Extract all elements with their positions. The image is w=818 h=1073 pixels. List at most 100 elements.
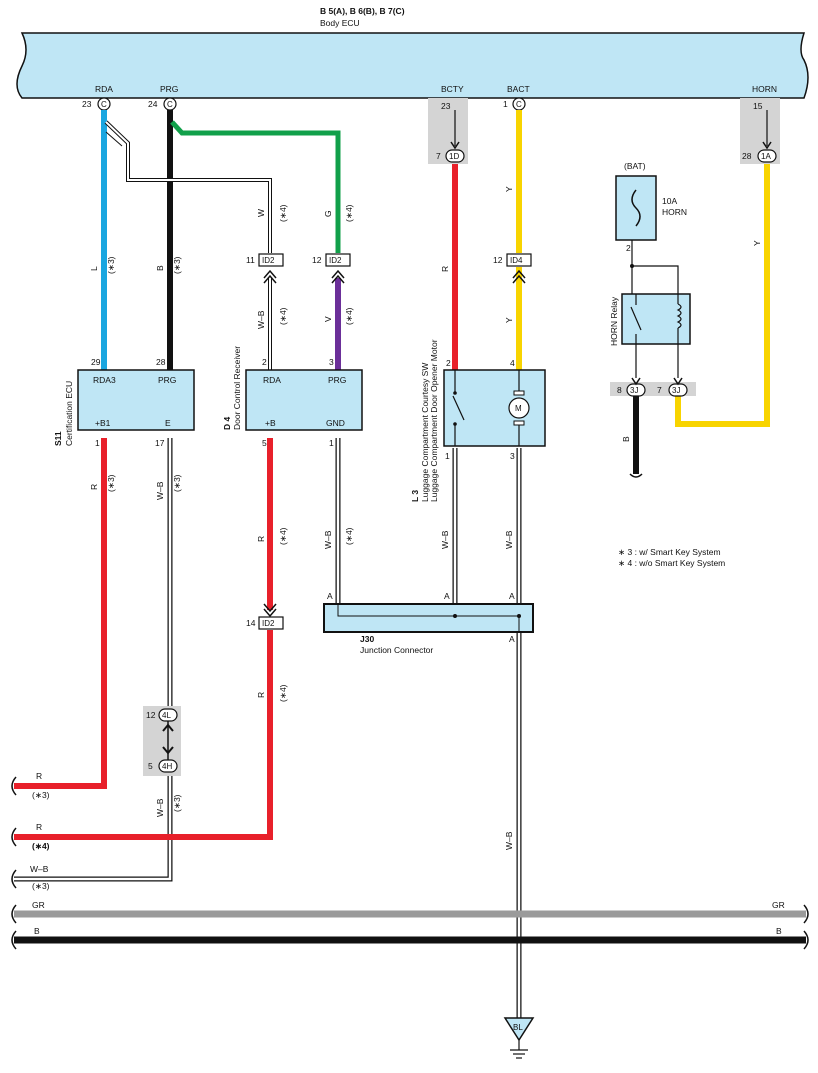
- s11-name: Certification ECU: [64, 381, 74, 446]
- arrow-id4-2: [512, 274, 526, 284]
- j30-name: Junction Connector: [360, 645, 433, 655]
- wl-wb-s11: W–B: [155, 481, 165, 500]
- arrow-id4-1: [512, 269, 526, 279]
- wl-l: L: [89, 266, 99, 271]
- arrow-id2-g-1: [331, 269, 345, 279]
- ecu-prg-label: PRG: [160, 84, 178, 94]
- d4-pin-3: 3: [329, 357, 334, 367]
- wl-w-n4: (∗4): [278, 204, 288, 222]
- l3-motor-brush-1: [513, 390, 525, 396]
- wl-b-right: B: [776, 926, 782, 936]
- wl-r-left-1: R: [36, 771, 42, 781]
- conn-4l-pin: 12: [146, 710, 156, 720]
- wl-r-left-2: R: [36, 822, 42, 832]
- conn-id2-r-label: ID2: [262, 619, 275, 628]
- ecu-horn-label: HORN: [752, 84, 777, 94]
- pin-bcty: 23: [441, 101, 451, 111]
- conn-id4-label: ID4: [510, 256, 523, 265]
- l3-sw-contact-2: [453, 422, 457, 426]
- wl-wb-left: W–B: [30, 864, 49, 874]
- arrow-id2-w-2: [263, 274, 277, 284]
- fuse-junction: [630, 264, 634, 268]
- wl-r-d4: R: [256, 536, 266, 542]
- l3-switch-icon: [452, 395, 465, 421]
- wl-b-n3: (∗3): [172, 256, 182, 274]
- wire-r-d4-2: [14, 630, 273, 840]
- wl-wb-gnd-n4: (∗4): [344, 527, 354, 545]
- wl-r-left-2-n4: (∗4): [32, 841, 50, 851]
- j30-id: J30: [360, 634, 374, 644]
- wl-wb-d4-n4: (∗4): [278, 307, 288, 325]
- conn-4h-label: 4H: [162, 762, 172, 771]
- conn-4l: [158, 708, 178, 722]
- body-ecu-bar: [16, 32, 809, 99]
- fuse-pin: 2: [626, 243, 631, 253]
- motor-icon: [508, 397, 530, 419]
- ecu-rda-label: RDA: [95, 84, 113, 94]
- l3-sw-contact-1: [453, 391, 457, 395]
- arrow-3j-b: [673, 377, 683, 386]
- l3-pin-2: 2: [446, 358, 451, 368]
- j30-pin-3: A: [509, 591, 515, 601]
- wire-w-rda-inner: [105, 121, 271, 253]
- d4-name: Door Control Receiver: [232, 346, 242, 430]
- j30-box: [323, 603, 534, 633]
- wl-b-relay: B: [621, 436, 631, 442]
- conn-3j-a-pin: 8: [617, 385, 622, 395]
- j30-pin-2: A: [444, 591, 450, 601]
- pin-horn: 15: [753, 101, 763, 111]
- s11-rda3-label: RDA3: [93, 375, 116, 385]
- wl-b-left: B: [34, 926, 40, 936]
- end-r-d4: [11, 827, 17, 847]
- wl-r-bcty: R: [440, 266, 450, 272]
- pin-rda: 23: [82, 99, 92, 109]
- wl-g-n4: (∗4): [344, 204, 354, 222]
- arrow-4h: [162, 746, 174, 755]
- ecu-bcty-label: BCTY: [441, 84, 464, 94]
- wire-r-s11: [14, 438, 107, 789]
- arrow-3j-a: [631, 377, 641, 386]
- s11-pin-29: 29: [91, 357, 101, 367]
- conn-3j-a-label: 3J: [630, 386, 638, 395]
- wl-l-n3: (∗3): [106, 256, 116, 274]
- wl-r-d4-2-n4: (∗4): [278, 684, 288, 702]
- conn-1a: [757, 149, 777, 163]
- relay-switch-icon: [630, 306, 642, 331]
- header-title-2: Body ECU: [320, 18, 360, 28]
- s11-box: [77, 369, 195, 431]
- wl-r-d4-n4: (∗4): [278, 527, 288, 545]
- note-3: ∗ 3 : w/ Smart Key System: [618, 547, 721, 557]
- horn-relay-box: [621, 293, 691, 345]
- wl-wb-left-n3: (∗3): [32, 881, 50, 891]
- wire-g-prg: [170, 120, 341, 253]
- pin-prg: 24: [148, 99, 158, 109]
- conn-id2-w-pin: 11: [246, 255, 255, 265]
- l3-pin-4: 4: [510, 358, 515, 368]
- arrow-id2-r-2: [263, 608, 277, 618]
- ecu-bact-label: BACT: [507, 84, 530, 94]
- conn-id2-g: [325, 253, 351, 267]
- s11-pin-17: 17: [155, 438, 165, 448]
- conn-1d-label: 1D: [449, 152, 459, 161]
- wire-y-horn: [675, 164, 770, 427]
- j30-pin-4: A: [509, 634, 515, 644]
- d4-rda-label: RDA: [263, 375, 281, 385]
- wl-r-left-1-n3: (∗3): [32, 790, 50, 800]
- conn-id4-pin: 12: [493, 255, 503, 265]
- conn-c-prg-label: C: [167, 100, 173, 109]
- conn-3j-b-pin: 7: [657, 385, 662, 395]
- conn-id2-w: [258, 253, 284, 267]
- fuse-name: HORN: [662, 207, 687, 217]
- j30-pin-1: A: [327, 591, 333, 601]
- relay-name: HORN Relay: [609, 296, 619, 346]
- conn-1d: [445, 149, 465, 163]
- wire-wb-s11-b-inner: [14, 776, 172, 881]
- l3-box: [443, 369, 546, 447]
- fuse-supply: (BAT): [624, 161, 646, 171]
- d4-pin-2: 2: [262, 357, 267, 367]
- l3-motor-label: M: [515, 404, 522, 413]
- s11-id: S11: [53, 431, 63, 446]
- wl-v: V: [323, 316, 333, 322]
- end-r-s11: [11, 776, 17, 796]
